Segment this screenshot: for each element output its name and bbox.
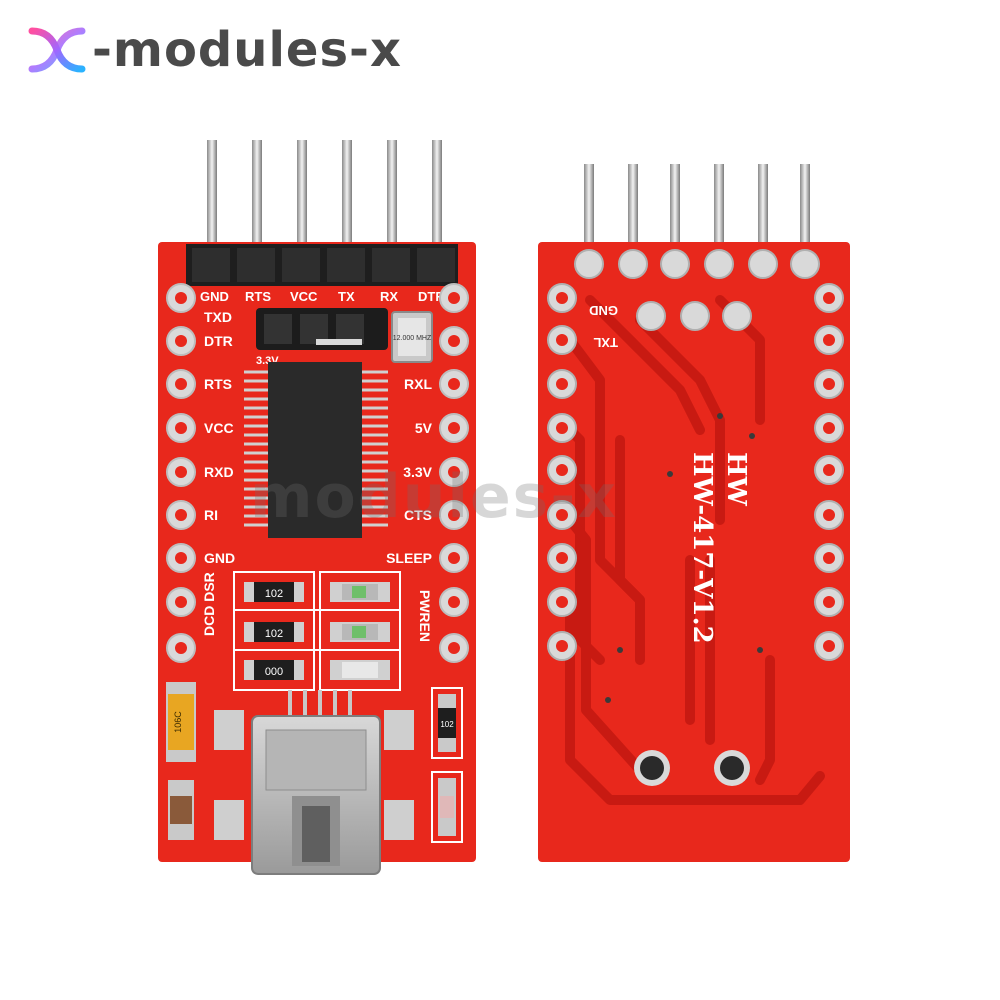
x-logo-icon [28, 27, 86, 73]
board-model: HW-417-V1.2 [687, 452, 717, 644]
front-board: GND RTS VCC TX RX DTR [158, 140, 476, 875]
back-pin-label: GND [589, 303, 618, 318]
back-header-pads [574, 249, 820, 279]
right-smd-parts: 102 [431, 687, 463, 843]
crystal-oscillator: 12.000 MHZ [391, 311, 433, 363]
header-label: DTR [418, 289, 445, 304]
left-pin-label: DTR [204, 333, 233, 349]
left-pin-label: VCC [204, 420, 234, 436]
capacitor-code: 106C [173, 711, 183, 733]
right-pin-label: CTS [404, 507, 432, 523]
mini-usb-connector [251, 690, 381, 875]
smd-component-grid: 102 102 000 [233, 571, 401, 691]
resistor-code: 102 [265, 628, 283, 640]
resistor-code: 102 [265, 588, 283, 600]
left-pin-label: DCD DSR [201, 572, 217, 636]
ft232-chip [244, 362, 388, 538]
voltage-jumper: 3.3V [256, 308, 388, 367]
usb-mounting-holes [634, 750, 750, 786]
back-board: GND TXL HW HW-417-V1.2 [538, 164, 850, 862]
front-left-pads [166, 283, 196, 663]
watermark: modules-x [250, 462, 618, 532]
right-pin-label: SLEEP [386, 550, 432, 566]
resistor-code: 000 [265, 666, 283, 678]
crystal-label: 12.000 MHZ [393, 335, 432, 342]
header-label: VCC [290, 289, 318, 304]
header-label: RX [380, 289, 398, 304]
right-pin-label: 3.3V [403, 464, 432, 480]
left-pin-label: TXD [204, 309, 232, 325]
back-pin-label: TXL [593, 335, 618, 350]
header-label: GND [200, 289, 229, 304]
front-pcb [158, 242, 476, 862]
header-label: RTS [245, 289, 271, 304]
header-label: TX [338, 289, 355, 304]
right-pin-label: 5V [415, 420, 433, 436]
resistor-code: 102 [440, 720, 454, 729]
back-jumper-pads [636, 301, 752, 331]
right-pin-label: PWREN [417, 590, 433, 642]
usb-mount-pads [214, 710, 414, 840]
brand-name: -modules-x [92, 22, 402, 78]
header-housing [186, 244, 458, 286]
left-pin-label: RXD [204, 464, 234, 480]
left-pin-label: RTS [204, 376, 232, 392]
right-pin-label: RXL [404, 376, 432, 392]
smd-cap-small [168, 780, 194, 840]
left-pin-label: RI [204, 507, 218, 523]
board-model-short: HW [721, 452, 751, 507]
tantalum-capacitor: 106C [166, 682, 196, 762]
brand-logo: -modules-x [28, 22, 402, 78]
front-header-pins [207, 140, 442, 260]
left-pin-label: GND [204, 550, 235, 566]
back-header-pins [584, 164, 810, 264]
